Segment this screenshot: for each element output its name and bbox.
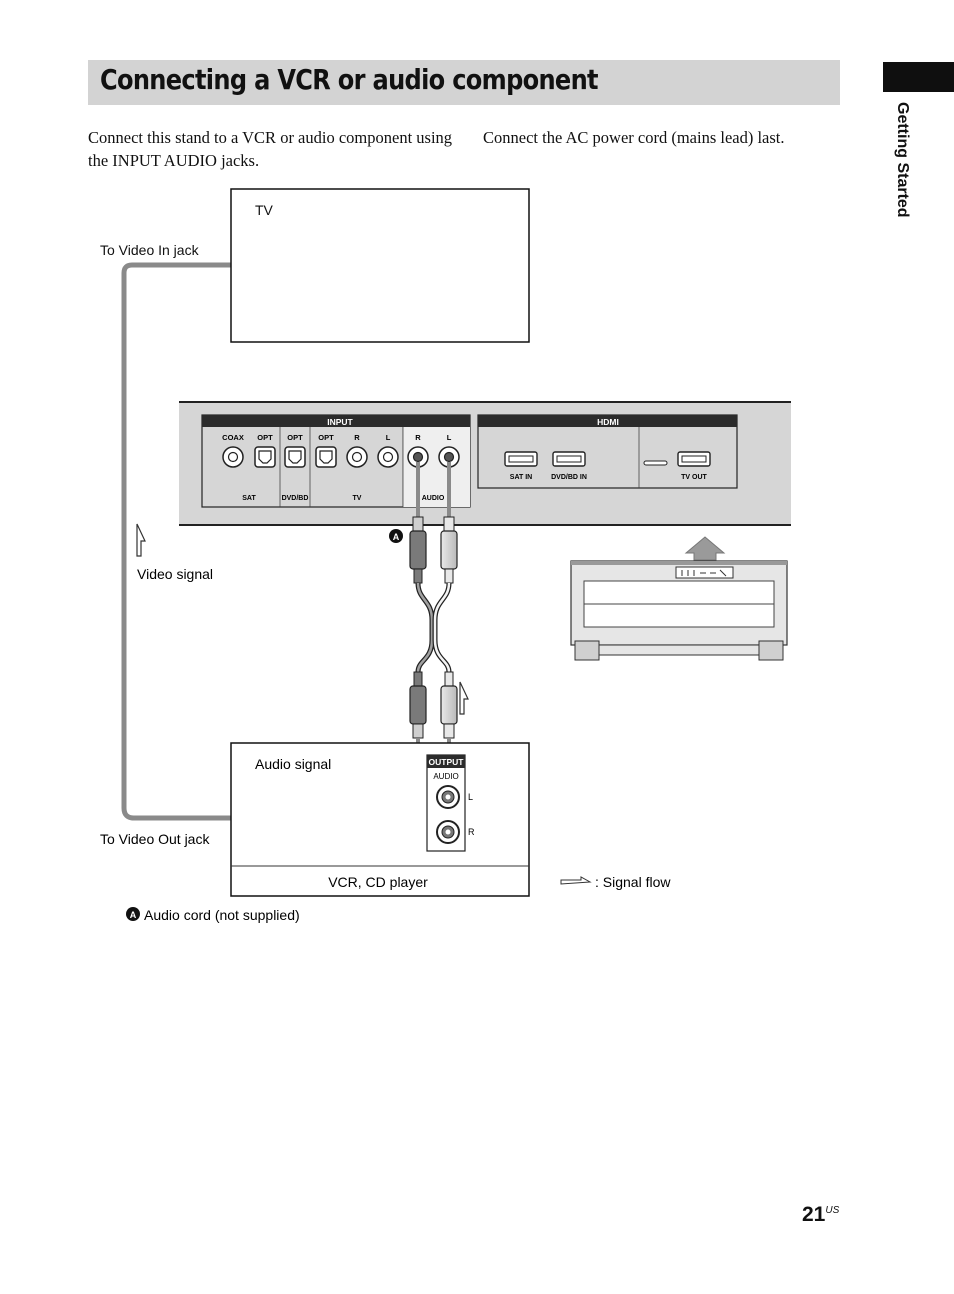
side-tab-marker <box>883 62 954 92</box>
intro-left: Connect this stand to a VCR or audio com… <box>88 128 453 170</box>
cord-note-marker: A <box>130 910 137 920</box>
page-title: Connecting a VCR or audio component <box>100 63 599 96</box>
audio-signal-arrow <box>459 681 469 715</box>
vcr-output-l: L <box>468 792 473 802</box>
jack-label: L <box>447 433 452 442</box>
input-section: INPUT COAX OPT OPT OPT R L R L <box>201 414 471 508</box>
tv-box <box>230 188 530 343</box>
vcr-box <box>230 742 530 897</box>
group-label: TV <box>353 495 362 502</box>
jack-label: L <box>386 433 391 442</box>
video-in-label: To Video In jack <box>100 242 200 258</box>
video-cable <box>121 262 231 821</box>
page-region-suffix: US <box>825 1205 840 1216</box>
signal-flow-label: : Signal flow <box>595 874 671 890</box>
vcr-output-r: R <box>468 827 475 837</box>
hdmi-section: HDMI SAT IN DVD/BD IN TV OUT <box>477 414 738 489</box>
group-label: AUDIO <box>422 495 445 502</box>
cord-marker-badge: A <box>389 529 403 543</box>
page-number: 21US <box>802 1203 839 1227</box>
hdmi-label: TV OUT <box>681 474 707 481</box>
input-header: INPUT <box>327 417 353 427</box>
video-signal-arrow <box>136 523 146 557</box>
rca-jack <box>346 446 368 468</box>
signal-flow-arrow-icon <box>560 876 592 885</box>
optical-jack <box>315 446 337 468</box>
optical-jack <box>254 446 276 468</box>
coax-jack <box>222 446 244 468</box>
indicator-slot <box>643 460 668 466</box>
video-out-label: To Video Out jack <box>100 831 210 847</box>
cord-note-badge: A <box>126 907 140 921</box>
vcr-output-panel: OUTPUT AUDIO L R <box>426 754 475 852</box>
jack-label: R <box>354 433 360 442</box>
video-signal-label: Video signal <box>137 566 213 582</box>
tv-label: TV <box>255 202 274 218</box>
intro-right: Connect the AC power cord (mains lead) l… <box>483 128 785 147</box>
vcr-jack-r <box>436 820 460 844</box>
jack-label: OPT <box>257 433 273 442</box>
page-number-value: 21 <box>802 1203 826 1226</box>
jack-label: COAX <box>222 433 244 442</box>
vcr-output-audio: AUDIO <box>433 772 458 781</box>
group-label: DVD/BD <box>282 495 309 502</box>
hdmi-header: HDMI <box>597 417 619 427</box>
vcr-label: VCR, CD player <box>328 874 428 890</box>
hdmi-label: SAT IN <box>510 474 532 481</box>
hdmi-port <box>504 451 538 467</box>
optical-jack <box>284 446 306 468</box>
title-bar: Connecting a VCR or audio component <box>88 60 840 105</box>
stand-front-view <box>570 536 788 661</box>
vcr-output-header: OUTPUT <box>429 757 465 767</box>
vcr-jack-l <box>436 785 460 809</box>
jack-label: OPT <box>287 433 303 442</box>
jack-label: OPT <box>318 433 334 442</box>
jack-label: R <box>415 433 421 442</box>
side-tab-label: Getting Started <box>894 102 911 218</box>
audio-signal-label: Audio signal <box>255 756 331 772</box>
cord-note: Audio cord (not supplied) <box>144 907 300 923</box>
hdmi-port <box>552 451 586 467</box>
group-label: SAT <box>242 495 256 502</box>
cord-marker: A <box>393 532 400 542</box>
hdmi-port <box>677 451 711 467</box>
rca-jack <box>377 446 399 468</box>
hdmi-label: DVD/BD IN <box>551 474 587 481</box>
rca-jack <box>407 446 429 468</box>
